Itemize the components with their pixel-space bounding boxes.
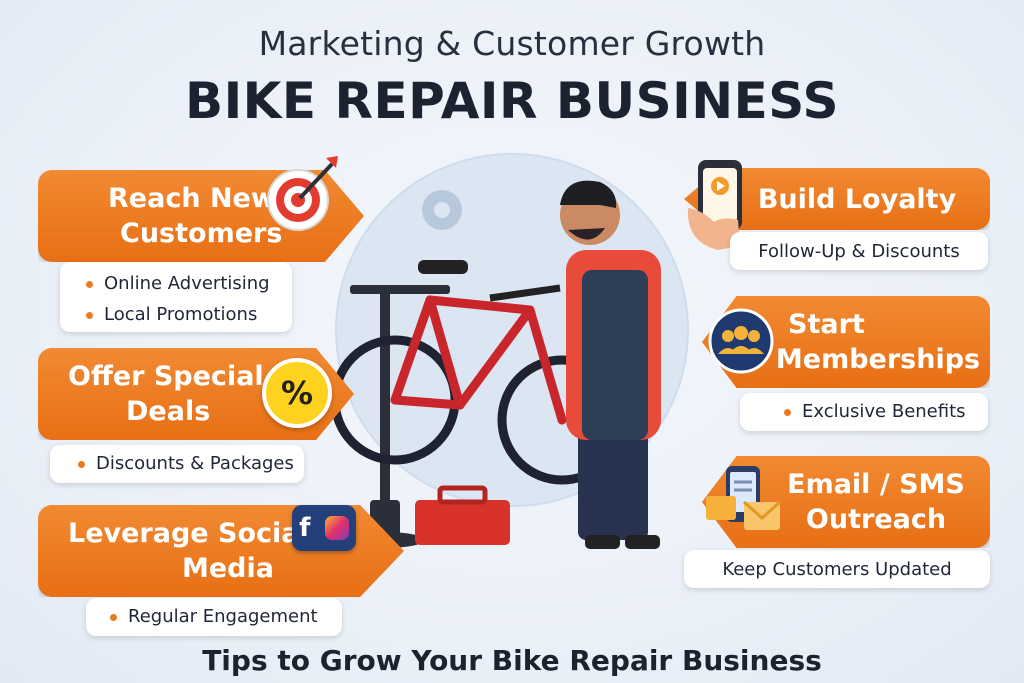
- list-item: Discounts & Packages: [74, 448, 304, 479]
- list-item: Regular Engagement: [106, 601, 342, 632]
- email-sms-icon: [706, 466, 781, 530]
- facebook-icon: f: [299, 513, 311, 543]
- subtitle: Marketing & Customer Growth: [258, 24, 766, 63]
- banner-title-line: Leverage Social: [68, 518, 309, 549]
- banner-email-sms-outreach: Email / SMS Outreach: [702, 456, 990, 548]
- card-reach-new-customers: Online Advertising Local Promotions: [60, 262, 292, 332]
- card-offer-special-deals: Discounts & Packages: [50, 445, 304, 483]
- banner-title-line: Customers: [120, 218, 283, 249]
- group-icon: [708, 308, 774, 374]
- banner-title-line: Start: [788, 309, 865, 340]
- banner-title-line: Memberships: [775, 344, 981, 375]
- card-build-loyalty: Follow-Up & Discounts: [730, 232, 988, 270]
- list-item: Online Advertising: [82, 268, 292, 299]
- percent-symbol: %: [280, 374, 314, 412]
- list-item: Local Promotions: [82, 299, 292, 330]
- banner-title-line: Outreach: [805, 504, 947, 535]
- banner-title-line: Build Loyalty: [757, 183, 957, 215]
- mechanic-illustration: [330, 153, 689, 549]
- banner-reach-new-customers: Reach New Customers: [38, 170, 364, 262]
- phone-in-hand-icon: [687, 160, 742, 250]
- social-media-icon: f: [292, 505, 356, 551]
- percent-badge-icon: %: [262, 358, 332, 428]
- banner-title-line: Deals: [126, 396, 211, 427]
- banner-title-line: Offer Special: [68, 361, 264, 392]
- card-start-memberships: Exclusive Benefits: [740, 393, 988, 431]
- banner-title-line: Reach New: [108, 183, 276, 214]
- list-item: Exclusive Benefits: [780, 396, 988, 427]
- instagram-icon: [324, 516, 349, 540]
- card-text: Follow-Up & Discounts: [758, 240, 960, 262]
- banner-title-line: Email / SMS: [787, 469, 965, 500]
- card-email-sms-outreach: Keep Customers Updated: [684, 550, 990, 588]
- card-leverage-social-media: Regular Engagement: [86, 598, 342, 636]
- card-text: Keep Customers Updated: [722, 558, 952, 580]
- footer-text: Tips to Grow Your Bike Repair Business: [202, 644, 822, 677]
- gear-icon: [422, 190, 462, 230]
- target-icon: [267, 156, 338, 231]
- page-title: BIKE REPAIR BUSINESS: [184, 72, 840, 130]
- banner-title-line: Media: [182, 553, 274, 584]
